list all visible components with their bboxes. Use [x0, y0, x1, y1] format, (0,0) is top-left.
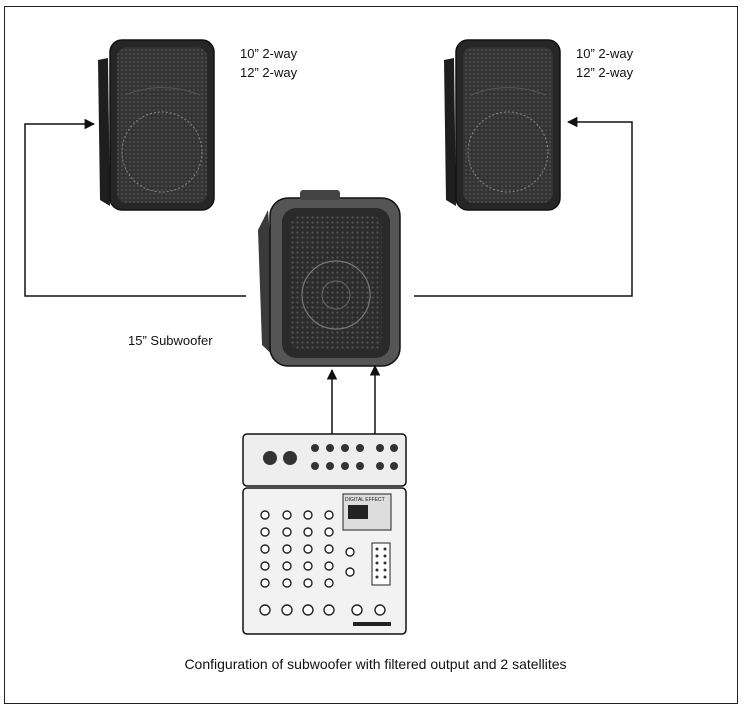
left-satellite-spec-2: 12” 2-way: [240, 65, 298, 80]
left-satellite-label: 10” 2-way 12” 2-way: [240, 44, 297, 82]
subwoofer-label: 15” Subwoofer: [128, 333, 213, 348]
left-satellite-spec-1: 10” 2-way: [240, 46, 298, 61]
right-satellite-spec-1: 10” 2-way: [576, 46, 634, 61]
left-satellite-speaker-icon: [98, 39, 215, 211]
mixer-console-icon: DIGITAL EFFECT: [242, 433, 407, 635]
mixer-display-label: DIGITAL EFFECT: [345, 497, 385, 503]
right-satellite-spec-2: 12” 2-way: [576, 65, 634, 80]
diagram-frame: [4, 6, 738, 704]
diagram-caption: Configuration of subwoofer with filtered…: [184, 656, 567, 672]
connection-lines: [24, 116, 633, 434]
right-satellite-speaker-icon: [444, 39, 561, 211]
right-satellite-label: 10” 2-way 12” 2-way: [576, 44, 633, 82]
subwoofer-speaker-icon: [258, 190, 401, 367]
